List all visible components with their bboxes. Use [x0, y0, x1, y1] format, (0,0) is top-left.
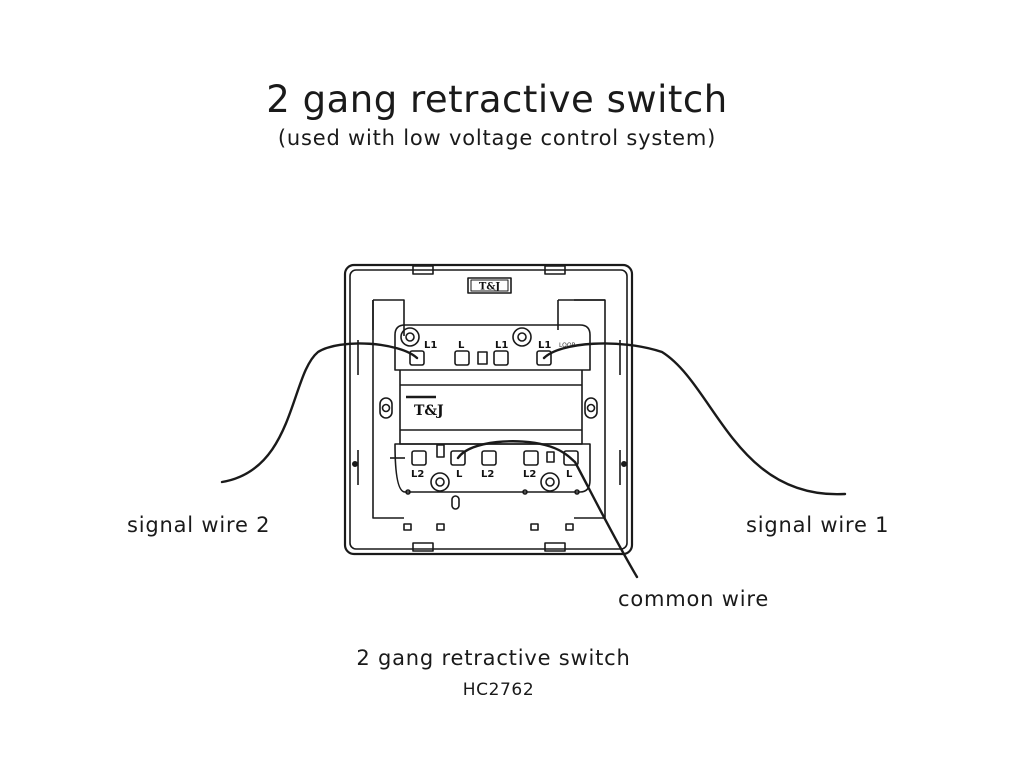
brand-text-module: T&J — [414, 403, 444, 419]
terminal-labels: L1 L L1 L1 LOOP L2 L L2 L2 L T&J — [411, 340, 576, 480]
terminal-label-top-2: L — [458, 340, 465, 351]
signal-wire-2-label: signal wire 2 — [127, 513, 271, 537]
brand-text-top: T&J — [479, 282, 500, 293]
terminal-label-bottom-2: L — [456, 469, 463, 480]
wires — [220, 342, 847, 579]
terminal-label-top-4: L1 — [538, 340, 551, 351]
common-wire — [456, 440, 639, 579]
diagram-subtitle: (used with low voltage control system) — [277, 126, 717, 150]
terminal-label-bottom-3: L2 — [481, 469, 494, 480]
terminal-label-top-1: L1 — [424, 340, 437, 351]
terminal-label-bottom-5: L — [566, 469, 573, 480]
signal-wire-1 — [542, 342, 847, 496]
diagram-title: 2 gang retractive switch — [266, 78, 728, 121]
switch-plate — [343, 263, 634, 556]
terminal-label-top-3: L1 — [495, 340, 508, 351]
terminal-label-bottom-4: L2 — [523, 469, 536, 480]
device-caption: 2 gang retractive switch — [356, 646, 631, 670]
model-number: HC2762 — [462, 680, 535, 700]
terminal-label-bottom-1: L2 — [411, 469, 424, 480]
brand-badge-top: T&J — [467, 277, 512, 294]
mounting-frame — [351, 299, 627, 531]
signal-wire-2 — [220, 342, 419, 484]
common-wire-label: common wire — [618, 587, 770, 611]
signal-wire-1-label: signal wire 1 — [746, 513, 890, 537]
loop-label: LOOP — [559, 342, 576, 349]
